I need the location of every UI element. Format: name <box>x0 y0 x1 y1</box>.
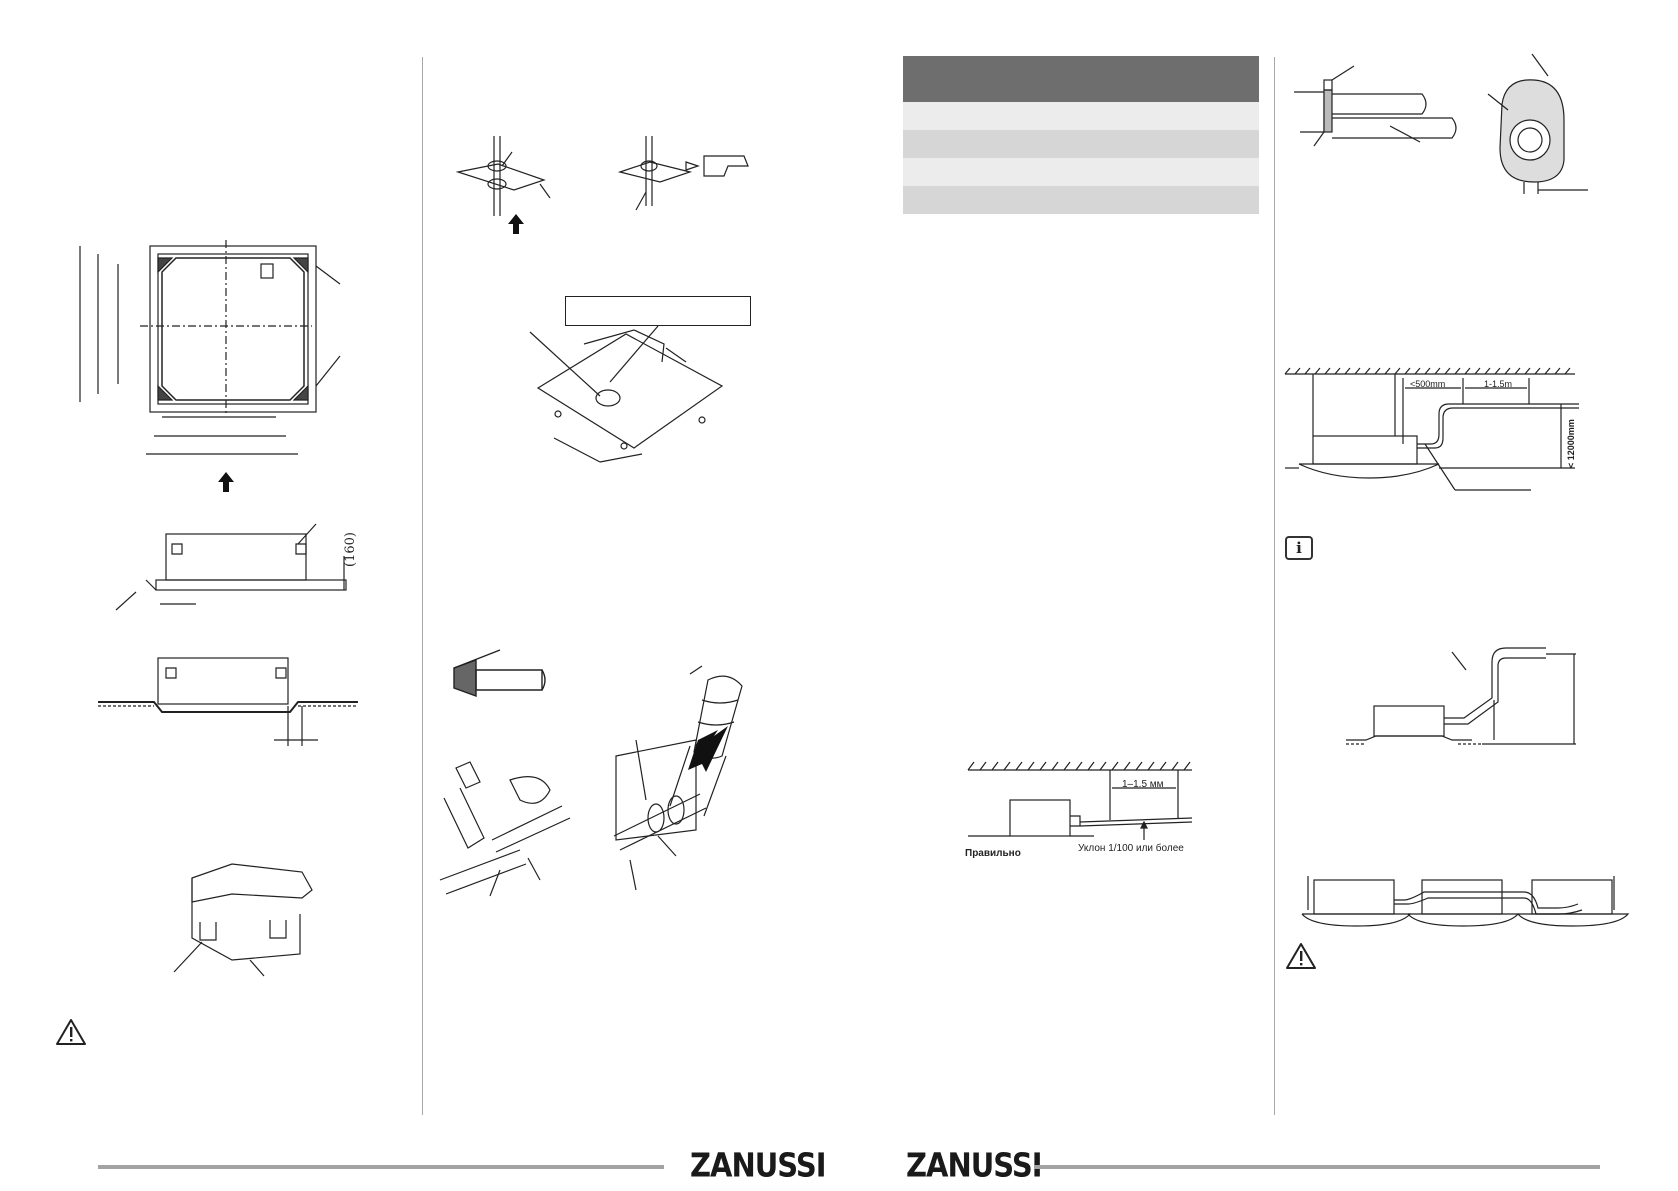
pipe-insulation-figure <box>613 665 743 891</box>
mounting-bracket-figure <box>173 863 313 977</box>
unit-side-view-figure <box>115 523 347 611</box>
suspension-bolt-figure <box>455 136 551 234</box>
brand-logo-left: ZANUSSI <box>690 1145 827 1185</box>
unit-level-check-figure <box>529 325 724 463</box>
footer-rule-right <box>1034 1165 1600 1169</box>
ceiling-opening-top-view-figure <box>79 240 341 492</box>
brand-logo-right: ZANUSSI <box>906 1145 1043 1185</box>
column-divider-2 <box>1274 57 1275 1115</box>
side-view-dimension-label: (160) <box>343 532 358 567</box>
pipe-slope-dimension-label: 1–1.5 мм <box>1122 779 1164 790</box>
column-divider-1 <box>422 57 423 1115</box>
drain-distance-short-label: <500mm <box>1410 379 1446 389</box>
flare-tool-figure <box>453 649 546 697</box>
level-check-label-box <box>565 296 751 326</box>
specification-table <box>903 56 1259 214</box>
table-header <box>903 56 1259 102</box>
ceiling-section-figure <box>98 657 358 746</box>
drain-lift-figure <box>1346 647 1576 745</box>
pipe-correct-label: Правильно <box>965 848 1021 859</box>
warning-icon <box>1286 943 1316 969</box>
warning-icon <box>56 1019 86 1045</box>
torque-wrench-figure <box>439 761 571 897</box>
drain-height-label: < 12000mm <box>1566 419 1576 468</box>
footer-rule-left <box>98 1165 664 1169</box>
pipe-slope-figure <box>967 761 1193 840</box>
washer-plate-figure <box>617 136 749 211</box>
table-row <box>903 186 1259 214</box>
drain-pipe-layout-figure <box>1284 367 1579 491</box>
info-icon: i <box>1285 536 1313 560</box>
table-row <box>903 102 1259 130</box>
pipe-slope-note: Уклон 1/100 или более <box>1078 843 1184 854</box>
table-row <box>903 130 1259 158</box>
table-row <box>903 158 1259 186</box>
pipe-clamp-figure <box>1294 65 1457 147</box>
pipe-cross-section-figure <box>1487 53 1588 194</box>
drain-distance-long-label: 1-1.5m <box>1484 379 1513 389</box>
multi-unit-drain-figure <box>1301 876 1630 927</box>
